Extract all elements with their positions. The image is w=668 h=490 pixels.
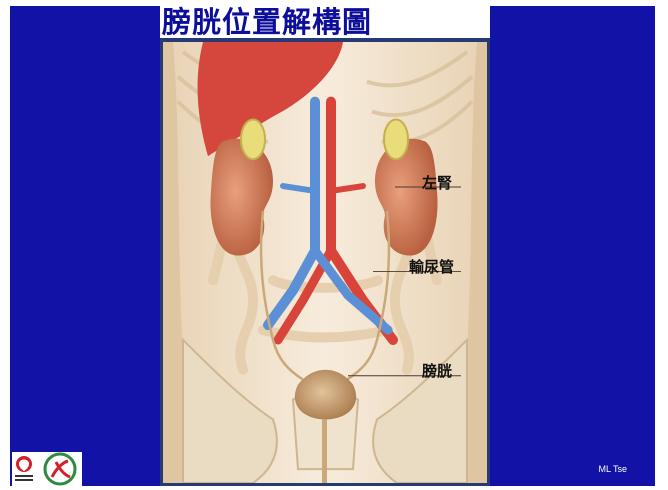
anatomy-illustration: 左腎 輸尿管 膀胱	[160, 38, 490, 486]
slide-title: 膀胱位置解構圖	[160, 6, 490, 38]
label-ureter: 輸尿管	[409, 256, 454, 277]
left-adrenal-gland	[384, 119, 408, 159]
slide: 膀胱位置解構圖	[10, 6, 655, 486]
anatomy-panel: 膀胱位置解構圖	[160, 6, 490, 486]
logo-area	[12, 452, 82, 486]
label-left-kidney: 左腎	[422, 172, 452, 193]
logos-svg	[12, 452, 82, 486]
red-ribbon-circle-logo	[45, 454, 75, 484]
hospital-authority-logo	[15, 456, 33, 481]
author-credit: ML Tse	[598, 464, 627, 474]
urethra	[322, 419, 327, 483]
right-adrenal-gland	[241, 119, 265, 159]
label-bladder: 膀胱	[422, 360, 452, 381]
